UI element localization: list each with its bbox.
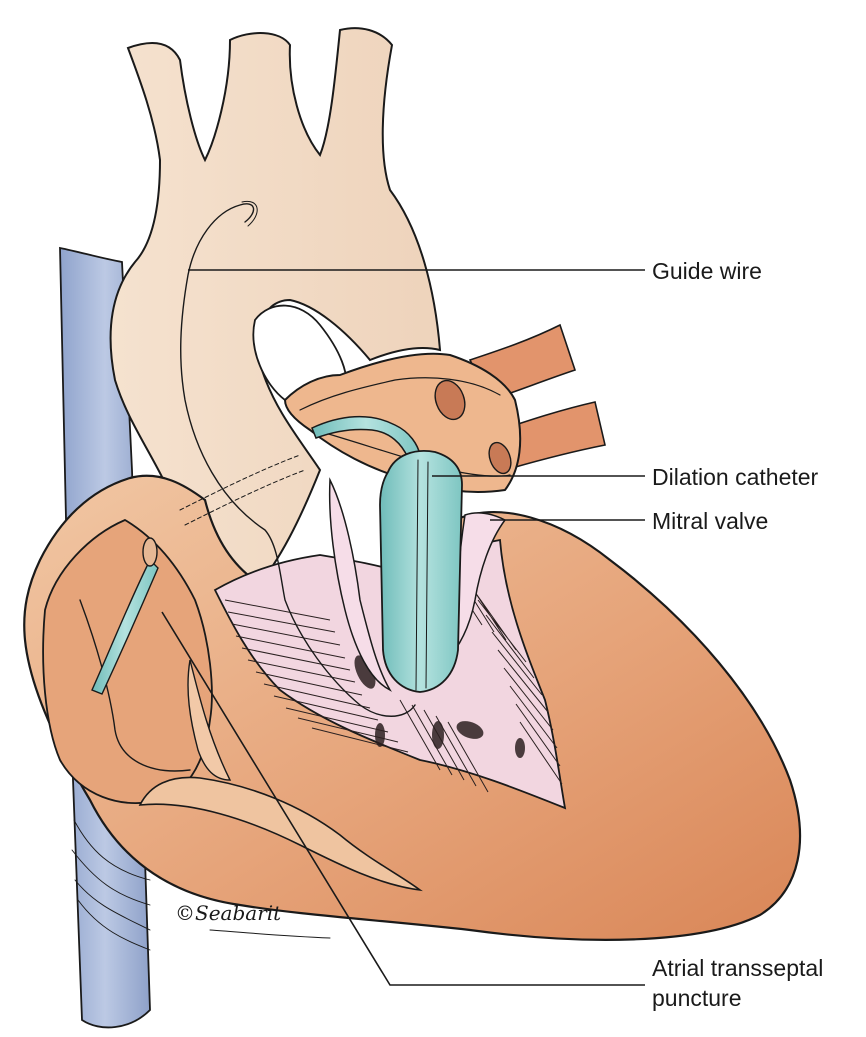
label-dilation-catheter: Dilation catheter [652,464,819,490]
svg-text:©Seabarit: ©Seabarit [175,901,282,925]
artist-signature: ©Seabarit [175,901,331,939]
label-mitral-valve: Mitral valve [652,508,768,534]
dilation-catheter [311,415,463,693]
labels: Guide wire Dilation catheter Mitral valv… [652,258,823,1011]
right-atrium [42,518,423,892]
label-guide-wire: Guide wire [652,258,762,284]
guide-wire [179,200,416,717]
label-atrial-transseptal: Atrial transseptal [652,955,823,981]
chordae-hatching [224,559,563,793]
transseptal-catheter [91,537,159,695]
leader-lines [161,269,645,986]
label-puncture: puncture [652,985,742,1011]
